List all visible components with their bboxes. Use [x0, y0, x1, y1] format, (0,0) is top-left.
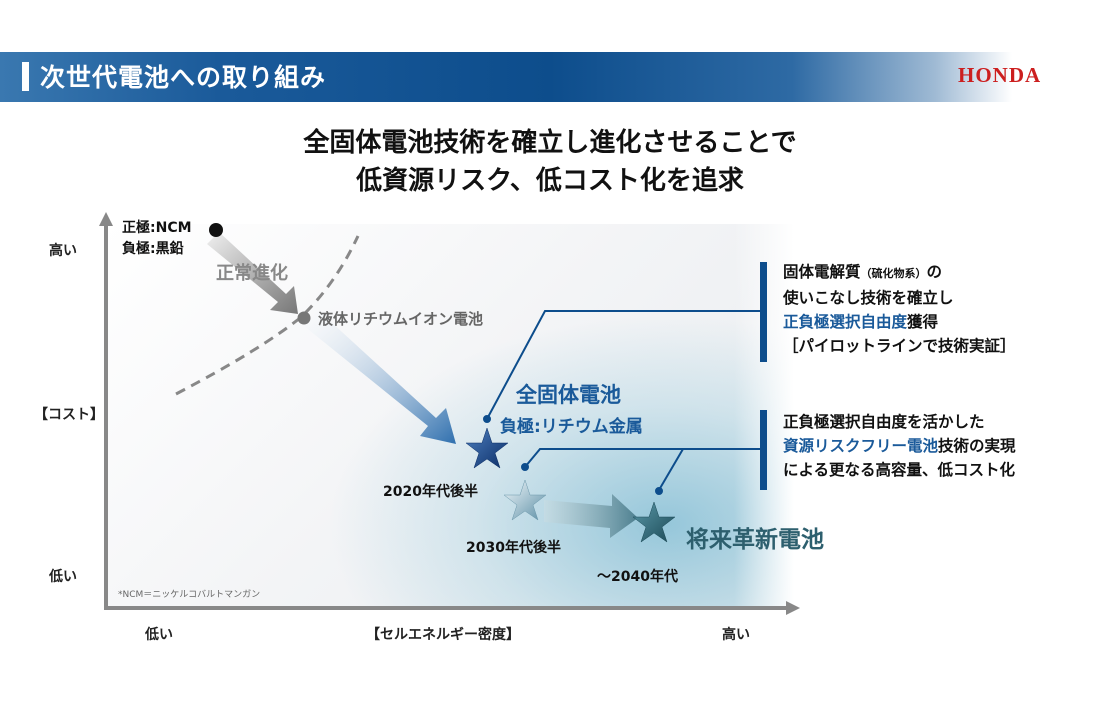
- start-point-dot: [209, 223, 223, 237]
- callout-top-l3b: 獲得: [907, 313, 939, 331]
- callout-top-l1c: の: [926, 263, 943, 281]
- callout-top-l1a: 固体電解質: [783, 263, 861, 281]
- anode-graphite-label: 負極:黒鉛: [122, 241, 184, 257]
- y-axis-high-label: 高い: [49, 243, 77, 259]
- star-2040s: [632, 501, 676, 543]
- start-point-label: 正極:NCM 負極:黒鉛: [122, 218, 192, 260]
- solid-state-arrow: [304, 310, 456, 444]
- future-arrow: [544, 494, 638, 538]
- callout-leader-bottom: [521, 448, 760, 495]
- star-2020s: [465, 427, 509, 469]
- future-battery-title: 将来革新電池: [686, 527, 824, 553]
- evolution-label: 正常進化: [216, 263, 288, 284]
- x-axis: [104, 601, 800, 615]
- header-accent-bar: [22, 62, 29, 91]
- page-title: 次世代電池への取り組み: [40, 63, 327, 92]
- y-axis-title: 【コスト】: [34, 407, 104, 423]
- footnote: *NCM＝ニッケルコバルトマンガン: [118, 590, 261, 600]
- x-axis-low-label: 低い: [145, 627, 173, 643]
- callout-leader-top: [483, 310, 760, 423]
- year-2030s-label: 2030年代後半: [466, 540, 561, 556]
- y-axis: [99, 212, 113, 610]
- y-axis-low-label: 低い: [49, 569, 77, 585]
- headline-line1: 全固体電池技術を確立し進化させることで: [303, 128, 797, 158]
- plot-area: [106, 224, 794, 608]
- callout-top-l4: ［パイロットラインで技術実証］: [783, 337, 1016, 355]
- callout-bottom-l1: 正負極選択自由度を活かした: [783, 413, 985, 431]
- solid-state-subtitle: 負極:リチウム金属: [500, 417, 643, 437]
- callout-bottom-l3: による更なる高容量、低コスト化: [783, 461, 1016, 479]
- callout-top-bar: [760, 262, 767, 362]
- callout-top-l1b: （硫化物系）: [860, 267, 927, 280]
- solid-state-title: 全固体電池: [516, 383, 621, 407]
- callout-bottom-l2a: 資源リスクフリー電池: [783, 437, 939, 455]
- liquid-li-dot: [297, 311, 311, 325]
- callout-top: 固体電解質（硫化物系）の 使いこなし技術を確立し 正負極選択自由度獲得 ［パイロ…: [783, 260, 1016, 358]
- x-axis-title: 【セルエネルギー密度】: [366, 627, 520, 643]
- year-2020s-label: 2020年代後半: [383, 484, 478, 500]
- callout-top-l2: 使いこなし技術を確立し: [783, 289, 954, 307]
- headline-line2: 低資源リスク、低コスト化を追求: [356, 166, 744, 196]
- header-band: [0, 52, 1100, 102]
- evolution-arrow: [207, 232, 298, 314]
- x-axis-high-label: 高い: [722, 627, 750, 643]
- cathode-ncm-label: 正極:NCM: [122, 220, 192, 236]
- star-2030s: [503, 479, 547, 521]
- callout-bottom: 正負極選択自由度を活かした 資源リスクフリー電池技術の実現 による更なる高容量、…: [783, 410, 1016, 482]
- honda-logo: HONDA: [958, 63, 1042, 87]
- liquid-li-label: 液体リチウムイオン電池: [318, 310, 484, 328]
- callout-top-l3a: 正負極選択自由度: [783, 313, 908, 331]
- callout-bottom-bar: [760, 410, 767, 490]
- year-2040s-label: 〜2040年代: [597, 569, 678, 585]
- callout-bottom-l2b: 技術の実現: [938, 437, 1016, 455]
